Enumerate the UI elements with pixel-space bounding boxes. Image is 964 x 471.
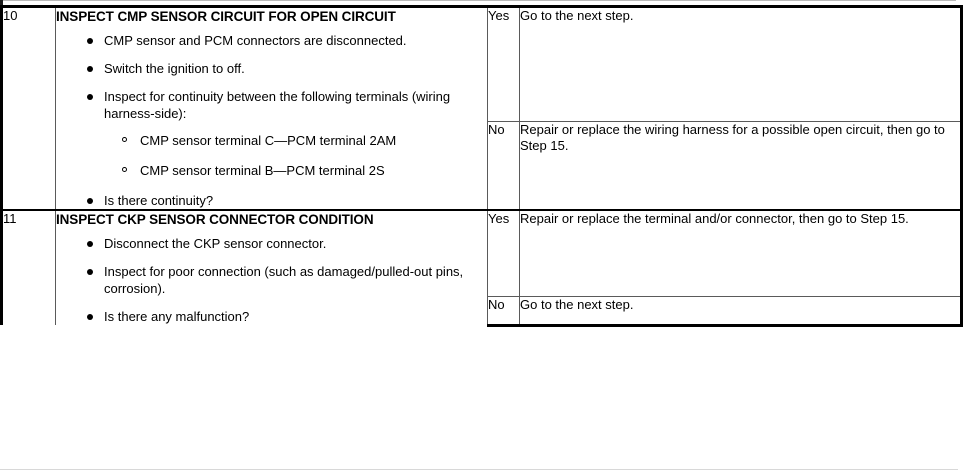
filled-bullet-icon bbox=[87, 269, 93, 275]
answer-label: Yes bbox=[488, 211, 510, 226]
bullet-text: Disconnect the CKP sensor connector. bbox=[104, 236, 327, 251]
filled-bullet-icon bbox=[87, 241, 93, 247]
list-item: Is there continuity? bbox=[56, 192, 487, 209]
answer-label-cell-yes-10: Yes bbox=[487, 5, 520, 122]
bullet-text: Is there continuity? bbox=[104, 193, 214, 208]
step-number-cell-10: 10 bbox=[0, 5, 56, 210]
bullet-text: Switch the ignition to off. bbox=[104, 61, 245, 76]
step-number: 10 bbox=[3, 8, 18, 23]
open-bullet-icon bbox=[122, 137, 127, 142]
list-item: Inspect for poor connection (such as dam… bbox=[56, 263, 487, 297]
table-row: No Go to the next step. bbox=[2, 296, 963, 327]
step-action-cell-10: INSPECT CMP SENSOR CIRCUIT FOR OPEN CIRC… bbox=[55, 5, 488, 210]
answer-result-text: Go to the next step. bbox=[520, 297, 634, 312]
list-item: CMP sensor terminal C—PCM terminal 2AM bbox=[104, 132, 487, 149]
answer-result-cell-yes-11: Repair or replace the terminal and/or co… bbox=[519, 209, 963, 297]
step-action-cell-11: INSPECT CKP SENSOR CONNECTOR CONDITION D… bbox=[55, 209, 488, 325]
subbullet-text: CMP sensor terminal B—PCM terminal 2S bbox=[140, 163, 385, 178]
answer-result-text: Repair or replace the terminal and/or co… bbox=[520, 211, 909, 226]
step-bullet-list: CMP sensor and PCM connectors are discon… bbox=[56, 32, 487, 209]
filled-bullet-icon bbox=[87, 38, 93, 44]
list-item: Switch the ignition to off. bbox=[56, 60, 487, 77]
table-row: 10 INSPECT CMP SENSOR CIRCUIT FOR OPEN C… bbox=[0, 5, 963, 210]
preceding-row-rule bbox=[3, 0, 956, 1]
bullet-text: Inspect for continuity between the follo… bbox=[104, 89, 451, 121]
list-item: Disconnect the CKP sensor connector. bbox=[56, 235, 487, 252]
left-frame-stub bbox=[0, 0, 3, 6]
bullet-text: Inspect for poor connection (such as dam… bbox=[104, 264, 464, 296]
answer-result-cell-yes-10: Go to the next step. bbox=[519, 5, 963, 122]
bullet-text: CMP sensor and PCM connectors are discon… bbox=[104, 33, 407, 48]
step-subbullet-list: CMP sensor terminal C—PCM terminal 2AM C… bbox=[104, 132, 487, 179]
answer-label-cell-no-10: No bbox=[487, 121, 520, 210]
answer-label: Yes bbox=[488, 8, 510, 23]
list-item: Inspect for continuity between the follo… bbox=[56, 88, 487, 179]
page-bottom-rule bbox=[0, 469, 958, 470]
answer-result-cell-no-11: Go to the next step. bbox=[519, 296, 963, 327]
step-title: INSPECT CMP SENSOR CIRCUIT FOR OPEN CIRC… bbox=[56, 9, 396, 24]
filled-bullet-icon bbox=[87, 198, 93, 204]
answer-label: No bbox=[488, 122, 505, 137]
answer-label-cell-yes-11: Yes bbox=[487, 209, 520, 297]
open-bullet-icon bbox=[122, 167, 127, 172]
filled-bullet-icon bbox=[87, 314, 93, 320]
answer-result-cell-no-10: Repair or replace the wiring harness for… bbox=[519, 121, 963, 210]
step-title: INSPECT CKP SENSOR CONNECTOR CONDITION bbox=[56, 212, 374, 227]
list-item: CMP sensor and PCM connectors are discon… bbox=[56, 32, 487, 49]
filled-bullet-icon bbox=[87, 66, 93, 72]
step-number-cell-11: 11 bbox=[0, 209, 56, 325]
answer-result-text: Go to the next step. bbox=[520, 8, 634, 23]
list-item: Is there any malfunction? bbox=[56, 308, 487, 325]
answer-label: No bbox=[488, 297, 505, 312]
step-number: 11 bbox=[3, 211, 17, 226]
answer-label-cell-no-11: No bbox=[487, 296, 520, 327]
bullet-text: Is there any malfunction? bbox=[104, 309, 250, 324]
list-item: CMP sensor terminal B—PCM terminal 2S bbox=[104, 162, 487, 179]
subbullet-text: CMP sensor terminal C—PCM terminal 2AM bbox=[140, 133, 397, 148]
troubleshooting-table: 10 INSPECT CMP SENSOR CIRCUIT FOR OPEN C… bbox=[0, 5, 963, 327]
answer-result-text: Repair or replace the wiring harness for… bbox=[520, 122, 945, 153]
filled-bullet-icon bbox=[87, 94, 93, 100]
step-bullet-list: Disconnect the CKP sensor connector. Ins… bbox=[56, 235, 487, 325]
table-row: No Repair or replace the wiring harness … bbox=[2, 121, 963, 210]
table-row: 11 INSPECT CKP SENSOR CONNECTOR CONDITIO… bbox=[0, 209, 963, 325]
